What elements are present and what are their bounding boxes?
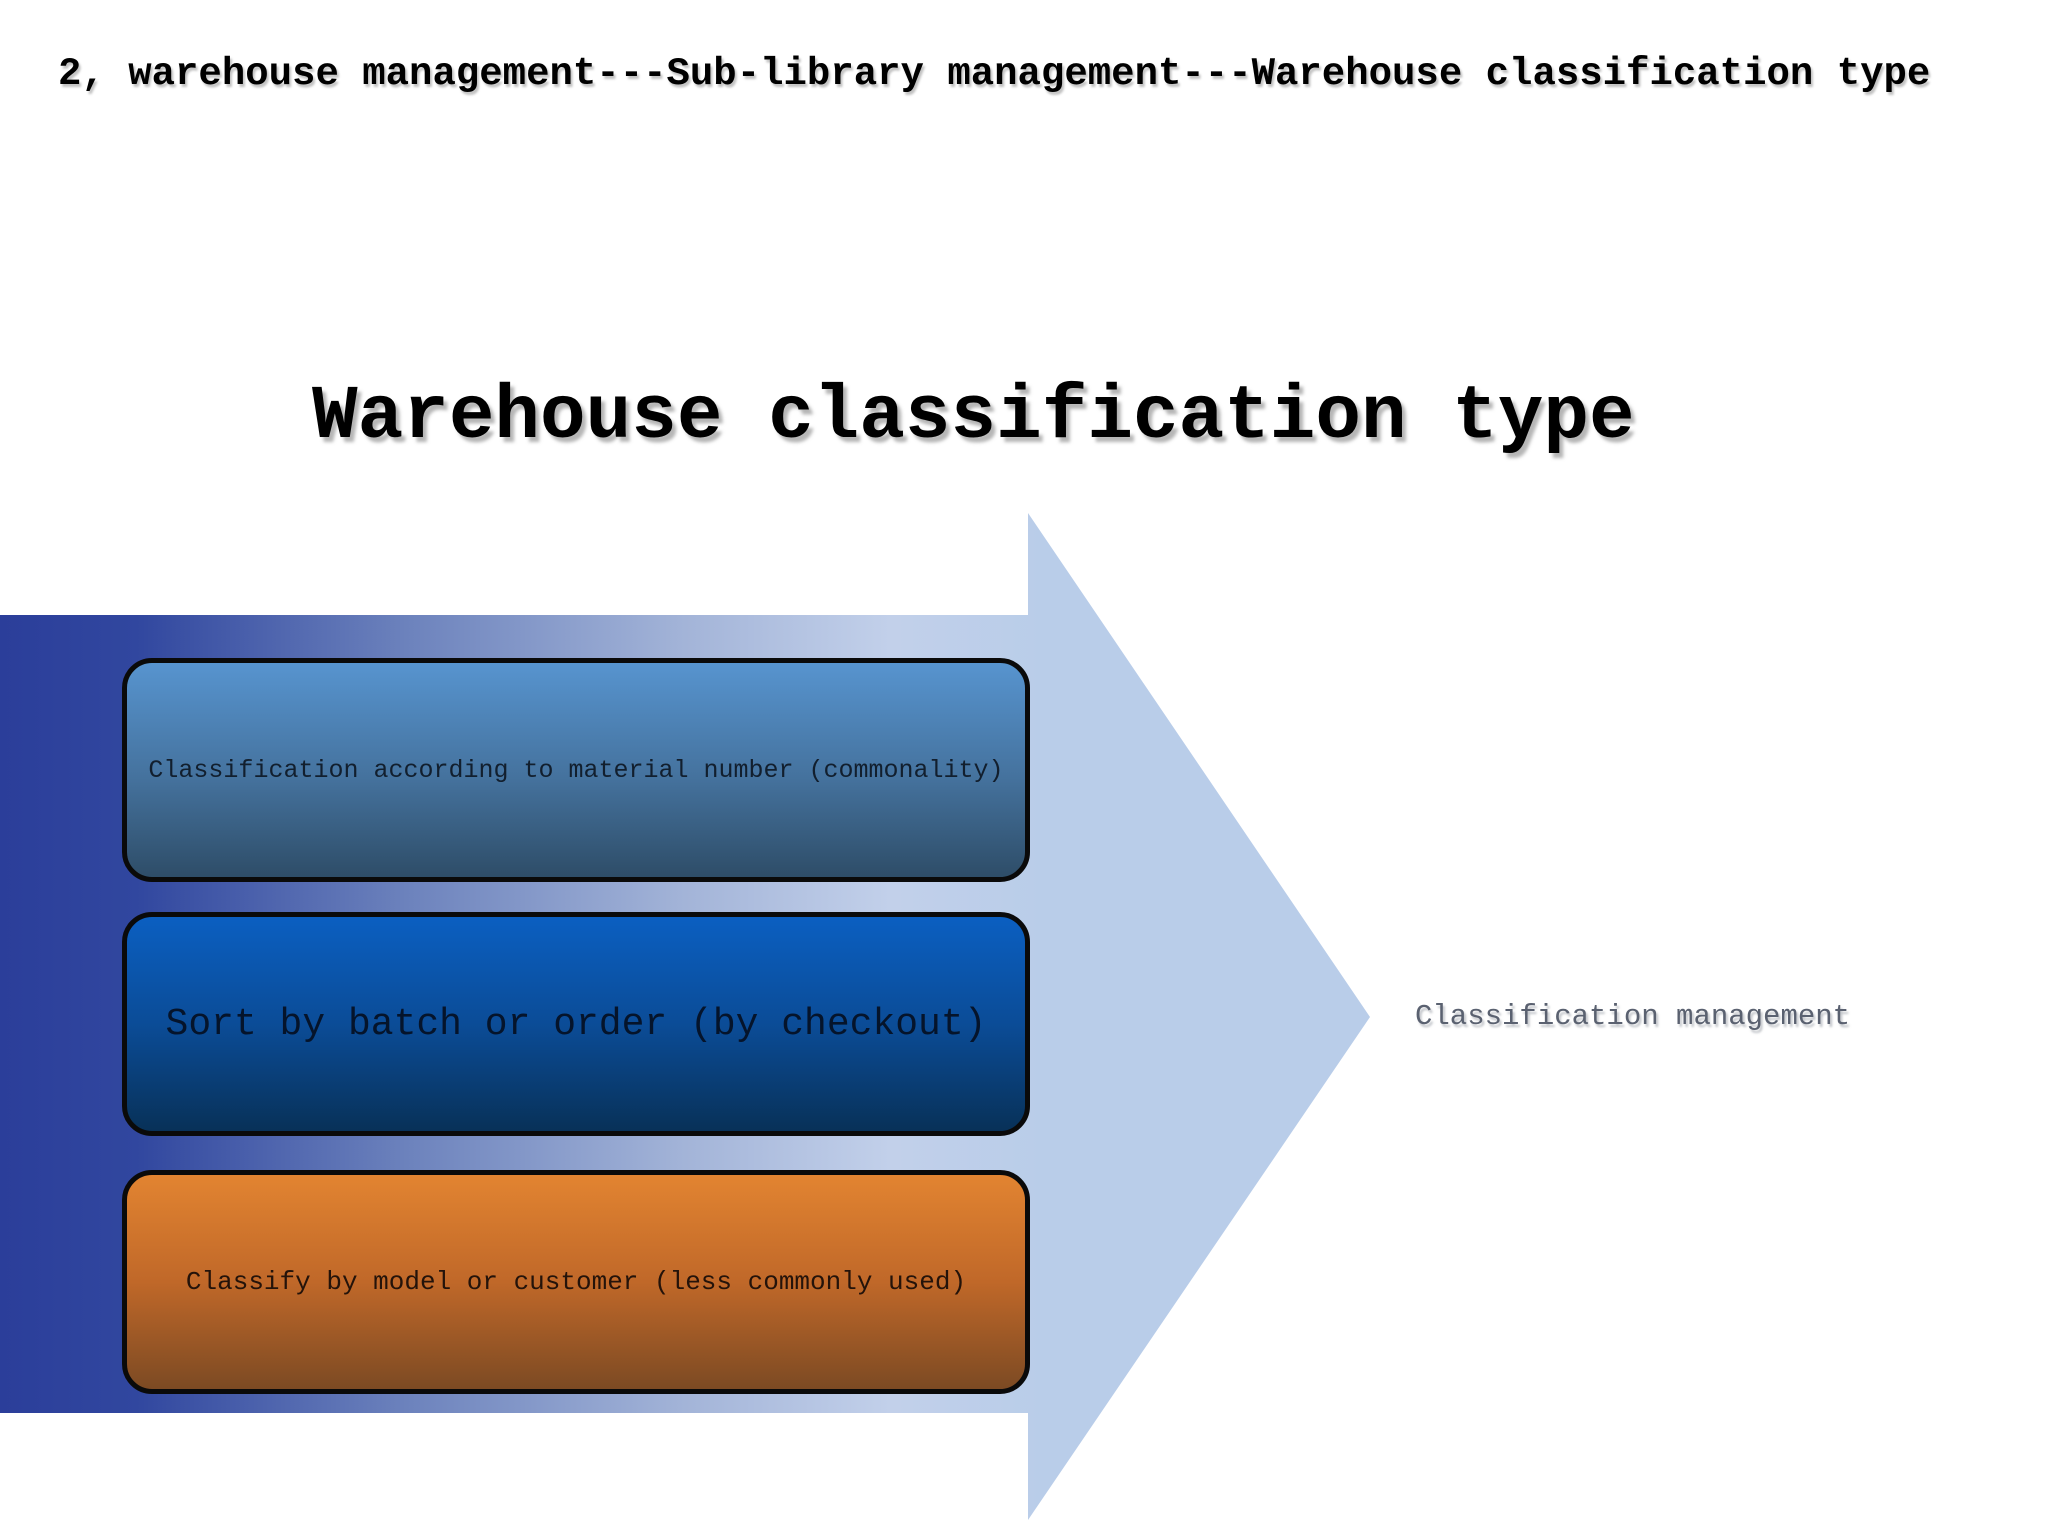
breadcrumb-header: 2, warehouse management---Sub-library ma…: [58, 52, 1931, 96]
diagram-box-material-number: Classification according to material num…: [122, 658, 1030, 882]
arrow-caption: Classification management: [1415, 1000, 1851, 1033]
page-title: Warehouse classification type: [312, 374, 1635, 460]
diagram-box-model-customer: Classify by model or customer (less comm…: [122, 1170, 1030, 1394]
diagram-box-batch-order-label: Sort by batch or order (by checkout): [165, 1002, 987, 1046]
diagram-box-material-number-label: Classification according to material num…: [148, 755, 1004, 785]
diagram-box-batch-order: Sort by batch or order (by checkout): [122, 912, 1030, 1136]
diagram-box-model-customer-label: Classify by model or customer (less comm…: [185, 1267, 967, 1297]
